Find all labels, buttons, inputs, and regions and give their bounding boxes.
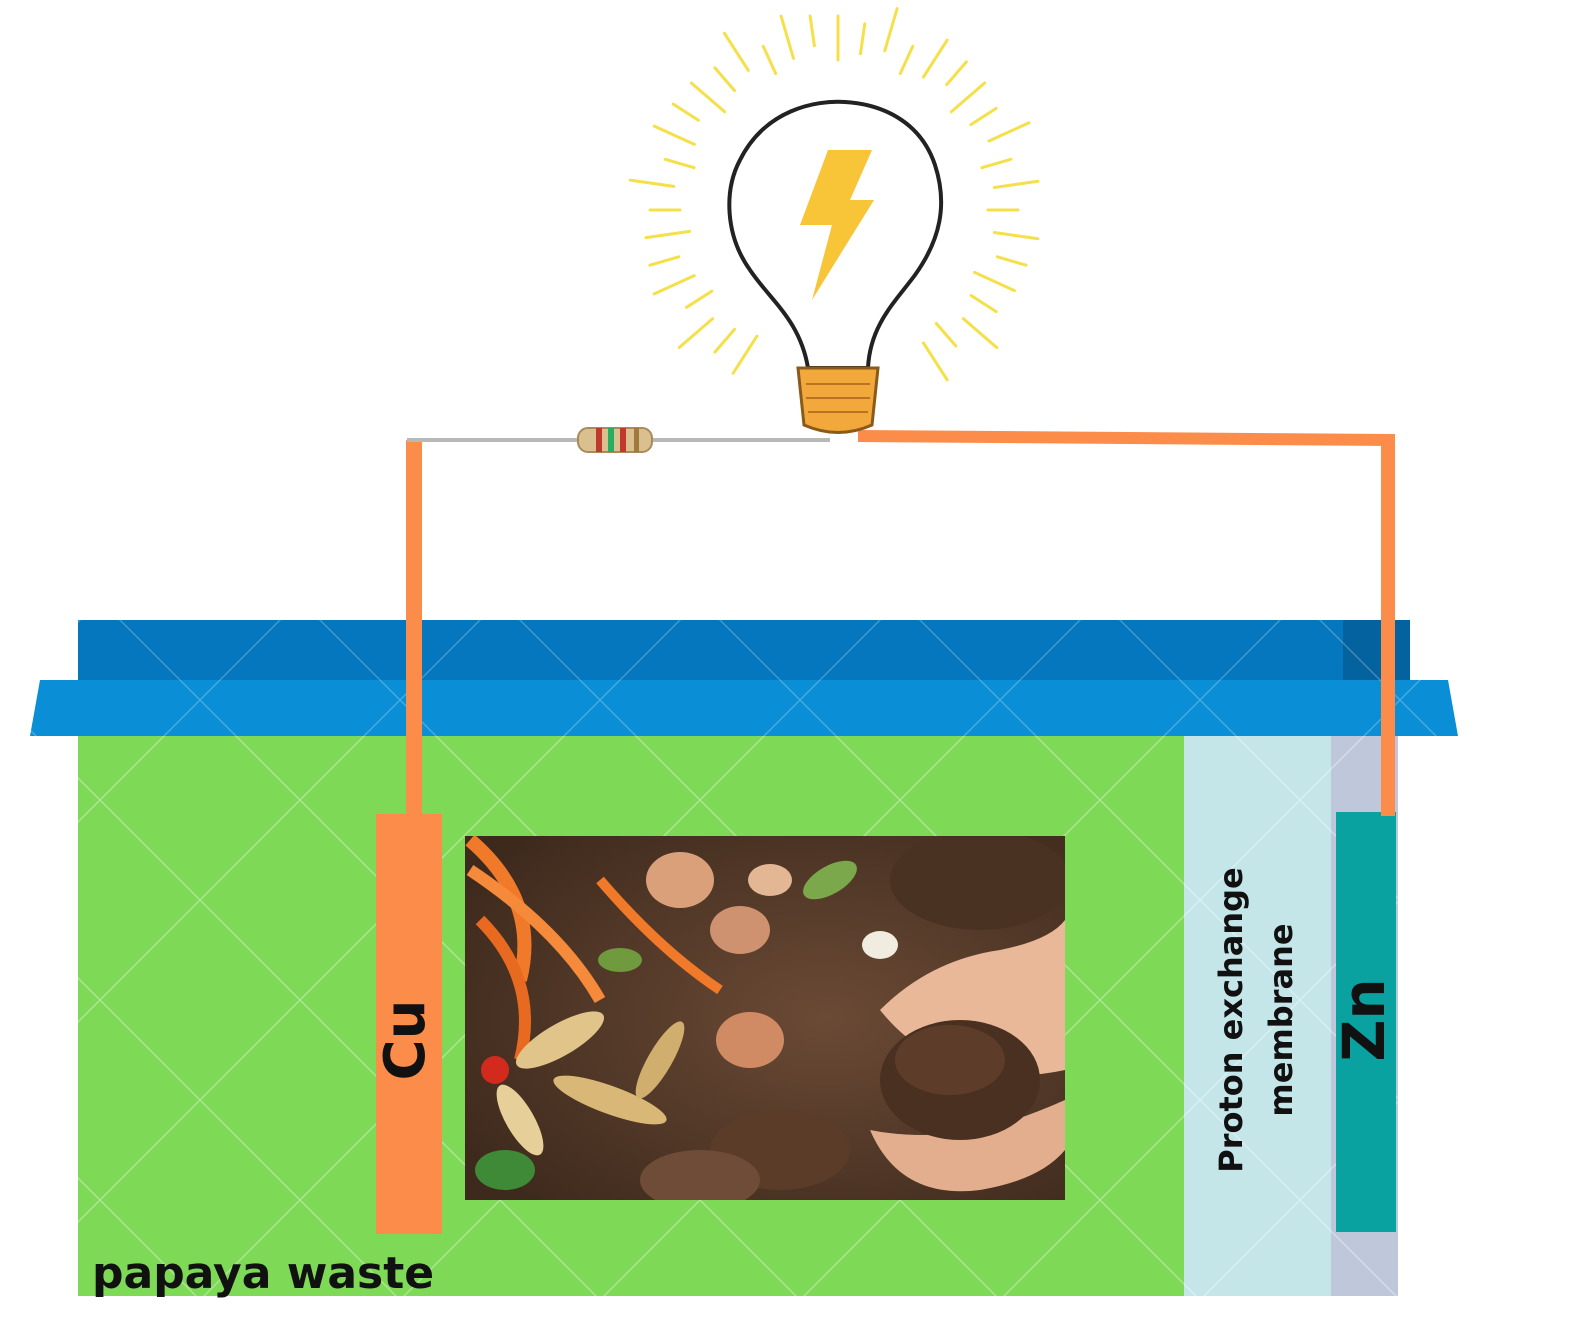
glow-ray	[628, 178, 676, 188]
substrate-label: papaya waste	[92, 1248, 434, 1299]
glow-ray	[689, 81, 727, 114]
zinc-electrode-label: Zn	[1330, 978, 1398, 1061]
membrane-label-line2: membrane	[1262, 923, 1300, 1116]
zinc-return-wire-top	[857, 430, 1395, 446]
glow-ray	[883, 7, 899, 53]
glow-ray	[992, 179, 1040, 190]
copper-electrode-label: Cu	[373, 1000, 438, 1081]
glow-ray	[779, 14, 795, 60]
glow-ray	[808, 14, 816, 48]
glow-ray	[713, 66, 737, 93]
glow-ray	[949, 81, 987, 114]
lightning-bolt-icon	[800, 150, 874, 300]
glow-ray	[992, 230, 1040, 241]
glow-ray	[644, 229, 692, 240]
glow-ray	[921, 341, 949, 382]
bulb-glow-rays	[628, 7, 1040, 382]
glow-ray	[934, 321, 958, 348]
glow-ray	[677, 317, 715, 350]
glow-ray	[731, 334, 759, 375]
glow-ray	[648, 255, 681, 267]
glow-ray	[652, 124, 696, 146]
membrane-label-line1: Proton exchange	[1212, 867, 1250, 1173]
light-bulb-icon	[628, 7, 1040, 434]
membrane-label: Proton exchange membrane	[1212, 867, 1300, 1173]
resistor-icon	[577, 427, 653, 453]
glow-ray	[995, 255, 1028, 267]
glow-ray	[969, 106, 998, 127]
glow-ray	[761, 44, 778, 76]
copper-electrode: Cu	[373, 814, 442, 1234]
glow-ray	[898, 44, 915, 76]
glow-ray	[671, 102, 700, 122]
copper-electrode-bar	[376, 814, 442, 1234]
glow-ray	[652, 274, 696, 296]
zinc-electrode-bar	[1336, 812, 1396, 1232]
zinc-electrode: Zn	[1330, 812, 1398, 1232]
glow-ray	[961, 317, 999, 350]
bulb-base	[796, 366, 880, 434]
glow-ray	[987, 121, 1031, 143]
glow-ray	[945, 60, 968, 87]
glow-ray	[972, 270, 1016, 293]
glow-ray	[713, 327, 737, 354]
glow-ray	[685, 289, 714, 309]
glow-ray	[980, 157, 1013, 170]
container-lid	[30, 620, 1458, 736]
waste-photo	[465, 836, 1065, 1200]
glow-ray	[921, 38, 949, 79]
glow-ray	[663, 157, 696, 170]
glow-ray	[858, 22, 867, 56]
glow-ray	[722, 31, 750, 72]
glow-ray	[969, 293, 998, 314]
